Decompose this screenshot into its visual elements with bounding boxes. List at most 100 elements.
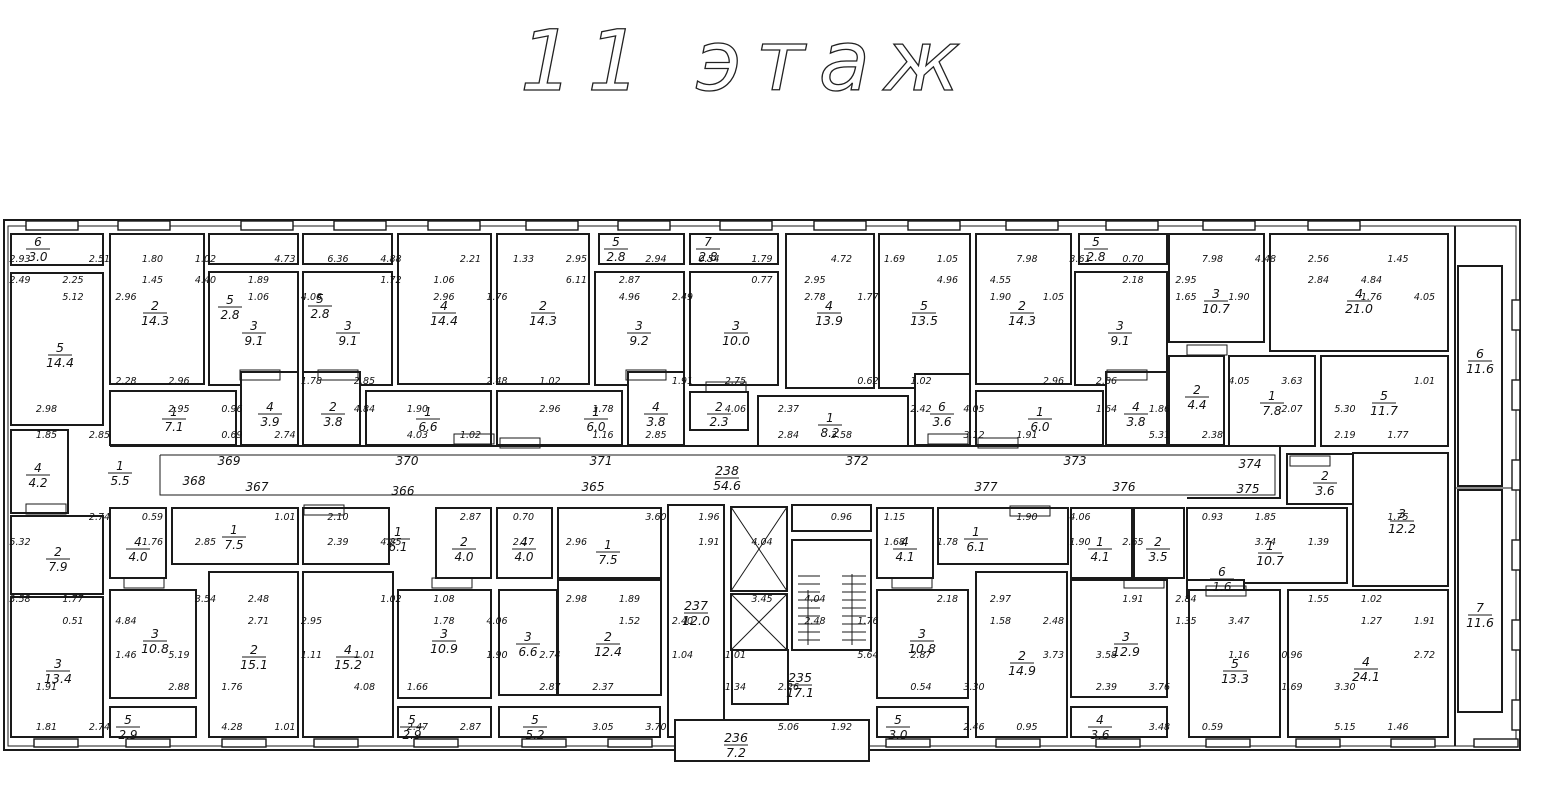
vent-box <box>303 504 345 516</box>
dimension-label: 1.89 <box>248 275 269 286</box>
room-area: 3.6 <box>1090 728 1109 742</box>
window-side <box>1511 299 1521 331</box>
room-number: 2 <box>1018 648 1026 663</box>
dimension-label: 1.78 <box>592 404 613 415</box>
dimension-label: 0.95 <box>1016 722 1037 733</box>
room-area: 9.1 <box>338 334 357 348</box>
room-area: 12.2 <box>1388 521 1416 536</box>
dimension-label: 1.46 <box>115 650 136 661</box>
room-number: 2 <box>151 298 159 313</box>
dimension-label: 4.05 <box>963 404 984 415</box>
window-top <box>719 220 773 231</box>
vent-box <box>453 433 495 445</box>
dimension-label: 2.49 <box>672 292 693 303</box>
dimension-label: 1.34 <box>725 682 746 693</box>
dimension-label: 1.01 <box>274 512 295 523</box>
vent-box <box>239 369 281 381</box>
room-outline <box>10 515 104 595</box>
room-outline <box>689 391 749 431</box>
room-number: 6 <box>34 235 42 249</box>
dimension-label: 1.76 <box>142 537 163 548</box>
room-area: 4.0 <box>128 550 147 564</box>
room-number: 2 <box>1321 469 1329 483</box>
room-number: 1 <box>1036 405 1044 419</box>
dimension-label: 2.85 <box>354 376 375 387</box>
room-number: 3 <box>732 318 740 333</box>
window-top <box>240 220 294 231</box>
dimension-label: 3.60 <box>645 512 666 523</box>
room-area: 3.9 <box>260 415 279 429</box>
room-area: 13.9 <box>815 313 843 328</box>
room-number: 5 <box>531 713 539 727</box>
corridor-number: 367 <box>246 480 269 494</box>
plan-labels: 63.0514.444.227.9313.4214.317.144.0310.8… <box>9 235 1494 760</box>
corridor-number: 370 <box>396 454 419 468</box>
corridor-inner <box>159 454 1276 496</box>
room-number: 1 <box>592 405 600 419</box>
dimension-label: 2.37 <box>592 682 613 693</box>
room-area: 6.1 <box>966 540 985 554</box>
dimension-label: 3.61 <box>1069 254 1090 265</box>
dimension-label: 1.90 <box>1016 512 1037 523</box>
room-area: 14.3 <box>1008 313 1036 328</box>
room-number: 6 <box>938 400 946 414</box>
room-outline <box>757 395 909 447</box>
window-bottom <box>1473 738 1519 748</box>
dimension-label: 1.90 <box>407 404 428 415</box>
dimension-label: 4.06 <box>301 292 322 303</box>
room-outline <box>10 596 104 738</box>
dimension-label: 5.06 <box>778 722 799 733</box>
room-number: 1 <box>424 405 432 419</box>
dimension-label: 1.33 <box>513 254 534 265</box>
dimension-label: 2.85 <box>195 537 216 548</box>
dimension-label: 3.74 <box>1255 537 1276 548</box>
window-top <box>1005 220 1059 231</box>
window-bottom <box>125 738 171 748</box>
room-outline <box>10 272 104 426</box>
room-outline <box>109 589 197 699</box>
room-number: 5 <box>1092 235 1100 249</box>
dimension-label: 4.84 <box>115 616 136 627</box>
room-number: 3 <box>1398 506 1406 521</box>
window-side <box>1511 379 1521 411</box>
room-number: 3 <box>635 319 643 333</box>
room-outline <box>937 507 1069 565</box>
window-bottom <box>1205 738 1251 748</box>
dimension-label: 2.96 <box>115 292 136 303</box>
dimension-label: 1.01 <box>1414 376 1435 387</box>
dimension-label: 2.07 <box>1281 404 1302 415</box>
room-area: 10.8 <box>141 641 169 656</box>
elevator-cross <box>730 593 788 651</box>
room-number: 7 <box>704 235 712 249</box>
dimension-label: 1.46 <box>1387 722 1408 733</box>
dimension-label: 2.46 <box>963 722 984 733</box>
dimension-label: 2.95 <box>301 616 322 627</box>
window-bottom <box>1095 738 1141 748</box>
room-area: 2.8 <box>606 250 625 264</box>
dimension-label: 5.15 <box>1334 722 1355 733</box>
dimension-label: 4.96 <box>619 292 640 303</box>
room-outline <box>1457 265 1503 487</box>
dimension-label: 5.31 <box>1149 430 1170 441</box>
room-area: 5.5 <box>110 474 129 488</box>
room-outline <box>1287 589 1449 738</box>
room-number: 5 <box>316 292 324 306</box>
dimension-label: 2.51 <box>89 254 110 265</box>
dimension-label: 3.05 <box>592 722 613 733</box>
dimension-label: 2.85 <box>89 430 110 441</box>
room-number: 3 <box>524 630 532 644</box>
room-number: 5 <box>612 235 620 249</box>
room-area: 10.7 <box>1256 553 1284 568</box>
dimension-label: 6.36 <box>327 254 348 265</box>
vent-box <box>431 577 473 589</box>
dimension-label: 1.35 <box>1175 616 1196 627</box>
dimension-label: 1.81 <box>36 722 57 733</box>
room-number: 3 <box>344 319 352 333</box>
room-number: 5 <box>226 293 234 307</box>
dimension-label: 0.59 <box>142 512 163 523</box>
dimension-label: 1.91 <box>1414 616 1435 627</box>
corridor-number: 372 <box>846 454 869 468</box>
dimension-label: 1.77 <box>857 292 878 303</box>
room-outline <box>627 371 685 446</box>
dimension-label: 3.12 <box>963 430 984 441</box>
